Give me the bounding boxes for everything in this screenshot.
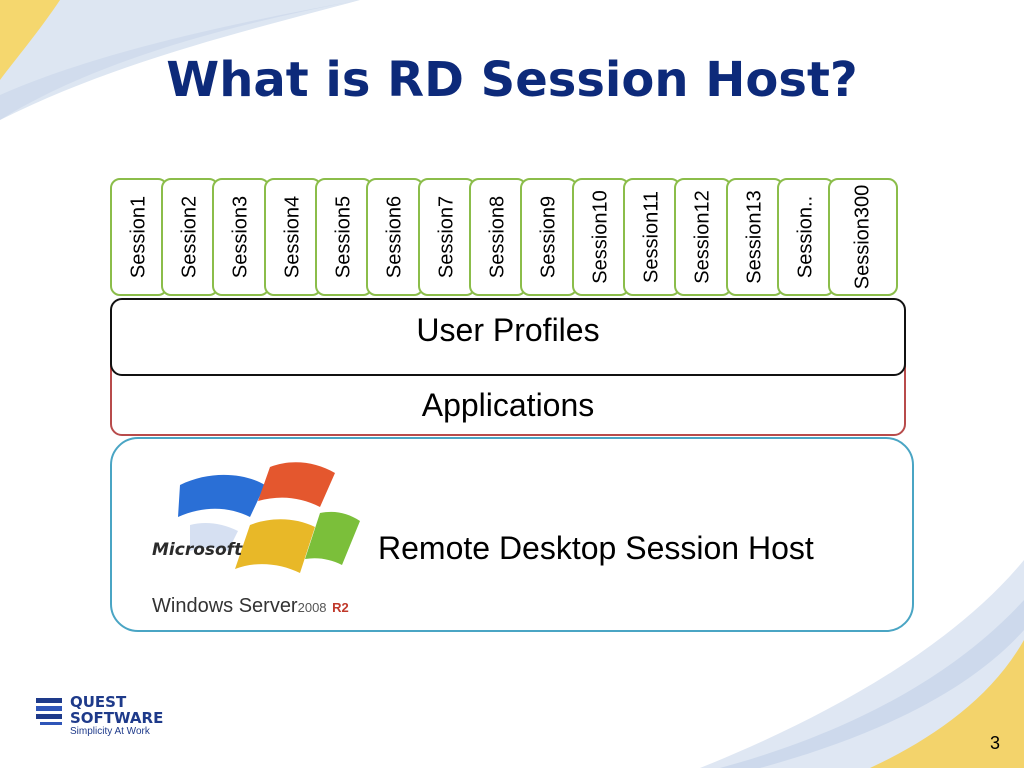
user-profiles-layer: User Profiles bbox=[110, 298, 906, 376]
session-label: Session11 bbox=[640, 191, 663, 283]
session-label: Session1 bbox=[127, 195, 150, 279]
session-box: Session12 bbox=[674, 178, 732, 296]
quest-line2: SOFTWARE bbox=[70, 709, 164, 727]
windows-edition: R2 bbox=[332, 600, 349, 615]
session-box: Session2 bbox=[161, 178, 219, 296]
session-box: Session7 bbox=[418, 178, 476, 296]
session-box: Session10 bbox=[572, 178, 630, 296]
session-label: Session2 bbox=[178, 195, 201, 279]
session-label: Session.. bbox=[794, 195, 817, 279]
windows-flag-icon bbox=[178, 462, 360, 573]
session-box: Session5 bbox=[315, 178, 373, 296]
session-label: Session13 bbox=[743, 190, 766, 284]
windows-version: 2008 bbox=[297, 600, 327, 615]
rd-session-host-layer bbox=[110, 437, 914, 632]
session-box: Session1 bbox=[110, 178, 168, 296]
session-box: Session13 bbox=[726, 178, 784, 296]
session-label: Session6 bbox=[383, 195, 406, 279]
quest-software-logo: QUEST SOFTWARE Simplicity At Work bbox=[36, 694, 236, 744]
session-label: Session9 bbox=[537, 195, 560, 279]
session-label: Session7 bbox=[435, 195, 458, 279]
session-label: Session4 bbox=[281, 195, 304, 279]
session-label: Session3 bbox=[229, 195, 252, 279]
session-box: Session300 bbox=[828, 178, 898, 296]
session-box: Session11 bbox=[623, 178, 681, 296]
windows-product: Windows Server bbox=[152, 595, 298, 617]
session-box: Session.. bbox=[777, 178, 835, 296]
session-label: Session8 bbox=[486, 195, 509, 279]
user-profiles-label: User Profiles bbox=[416, 312, 600, 348]
windows-server-wordmark: Windows Server2008 R2 bbox=[152, 595, 349, 618]
session-box: Session3 bbox=[212, 178, 270, 296]
session-label: Session12 bbox=[691, 190, 714, 284]
session-label: Session5 bbox=[332, 195, 355, 279]
session-label: Session10 bbox=[589, 190, 612, 284]
quest-line1: QUEST bbox=[70, 693, 127, 711]
microsoft-wordmark: Microsoft bbox=[152, 540, 243, 560]
rd-session-host-label: Remote Desktop Session Host bbox=[378, 530, 814, 566]
session-box: Session9 bbox=[520, 178, 578, 296]
applications-label: Applications bbox=[421, 387, 595, 423]
session-box: Session4 bbox=[264, 178, 322, 296]
session-box: Session8 bbox=[469, 178, 527, 296]
session-box: Session6 bbox=[366, 178, 424, 296]
slide-title: What is RD Session Host? bbox=[166, 52, 858, 108]
page-number: 3 bbox=[989, 733, 1000, 753]
quest-logo-icon bbox=[36, 698, 62, 725]
session-label: Session300 bbox=[851, 184, 874, 290]
quest-tagline: Simplicity At Work bbox=[70, 726, 150, 737]
